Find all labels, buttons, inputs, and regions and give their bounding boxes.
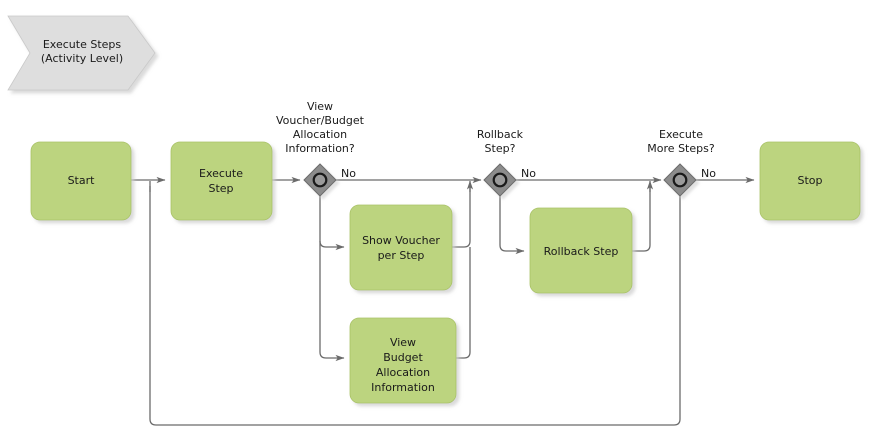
node-start[interactable]: Start [30,141,132,221]
execute-more-label-line1: Execute [659,128,703,141]
rollback-decision-no-label: No [521,167,536,180]
banner-chevron-shape [7,15,156,91]
decision-rollback-step[interactable]: Rollback Step? No [477,128,536,197]
stop-label: Stop [797,174,822,187]
edge-loop-back-to-execute-step [149,186,681,426]
stop-box[interactable] [759,141,861,221]
node-show-voucher-per-step[interactable]: Show Voucher per Step [349,204,453,291]
start-label: Start [68,174,96,187]
execute-step-label-line1: Execute [199,167,243,180]
rollback-step-box[interactable] [529,207,633,294]
show-voucher-label-line2: per Step [378,249,425,262]
decision-execute-more-steps[interactable]: Execute More Steps? No [647,128,716,197]
edge-view-decision-to-view-budget [319,196,345,362]
node-execute-step[interactable]: Execute Step [170,141,273,221]
show-voucher-label-line1: Show Voucher [362,234,440,247]
node-stop[interactable]: Stop [759,141,861,221]
rollback-decision-inner-circle-icon [492,172,508,188]
edge-rollback-decision-to-rollback-step [499,196,525,255]
view-decision-label-line4: Information? [285,142,355,155]
node-view-budget-allocation-information[interactable]: View Budget Allocation Information [349,317,457,404]
edge-view-decision-to-show-voucher [319,240,345,251]
banner-title-line1: Execute Steps [43,38,122,51]
execute-more-decision-inner-circle-icon [672,172,688,188]
banner-title-line2: (Activity Level) [41,52,123,65]
execute-step-box[interactable] [170,141,273,221]
edge-rollback-step-return [632,186,651,252]
view-budget-label-line2: Budget [383,351,423,364]
view-decision-inner-circle-icon [312,172,328,188]
view-budget-box[interactable] [349,317,457,404]
rollback-step-label: Rollback Step [544,245,619,258]
view-budget-label-line4: Information [371,381,435,394]
rollback-decision-label-line2: Step? [485,142,516,155]
view-budget-label-line1: View [390,336,416,349]
view-budget-label-line3: Allocation [376,366,430,379]
rollback-decision-label-line1: Rollback [477,128,524,141]
view-decision-label-line3: Allocation [293,128,347,141]
view-decision-label-line2: Voucher/Budget [276,114,365,127]
edge-show-voucher-return [452,186,471,248]
activity-banner: Execute Steps (Activity Level) [7,15,156,91]
edge-view-budget-return [456,247,471,359]
decision-view-voucher-budget-allocation[interactable]: View Voucher/Budget Allocation Informati… [276,100,365,197]
view-decision-no-label: No [341,167,356,180]
execute-step-label-line2: Step [208,182,233,195]
connectors-layer [131,176,755,426]
node-rollback-step[interactable]: Rollback Step [529,207,633,294]
show-voucher-box[interactable] [349,204,453,291]
start-box[interactable] [30,141,132,221]
view-decision-label-line1: View [307,100,333,113]
execute-more-no-label: No [701,167,716,180]
execute-more-label-line2: More Steps? [647,142,715,155]
